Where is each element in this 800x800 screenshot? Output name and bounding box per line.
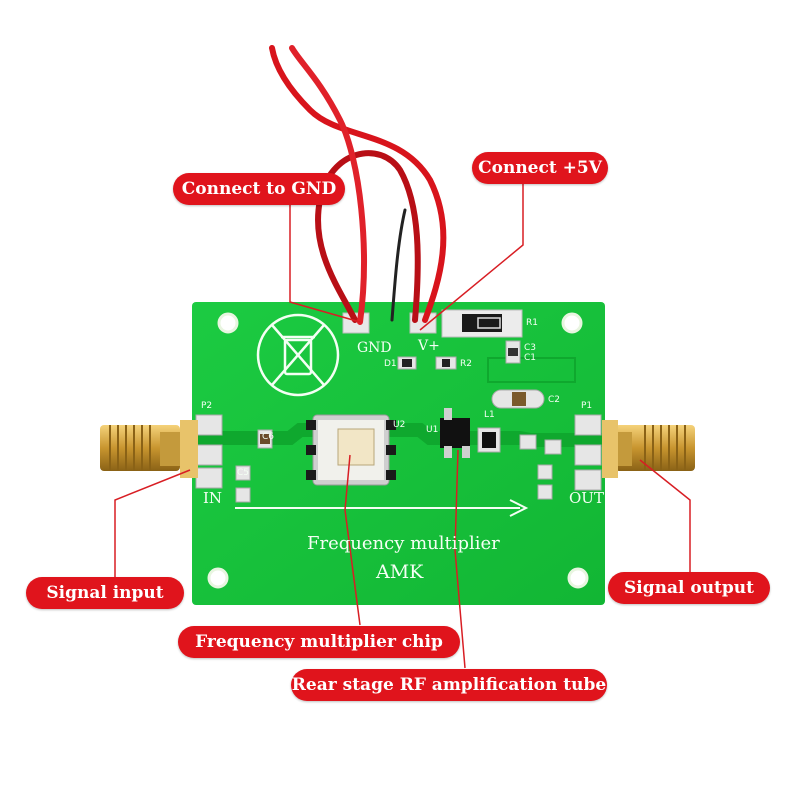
out-label: OUT — [569, 489, 604, 507]
designator-c3: C3 — [524, 343, 537, 353]
board-title: Frequency multiplier — [307, 533, 500, 554]
r1-resistor — [441, 309, 523, 338]
designator-c6: C6 — [262, 432, 275, 442]
designator-c1: C1 — [524, 353, 537, 363]
designator-u1: U1 — [426, 425, 439, 435]
callout-connect-gnd: Connect to GND — [173, 173, 345, 205]
callout-signal-output: Signal output — [608, 572, 770, 604]
designator-r1: R1 — [526, 318, 538, 328]
smd-components — [195, 340, 602, 503]
board-brand: AMK — [376, 561, 424, 583]
pcb-board — [192, 302, 605, 605]
mounting-holes — [207, 312, 589, 589]
sma-input-connector — [100, 420, 198, 478]
callout-rf-amplification-tube: Rear stage RF amplification tube — [291, 669, 607, 701]
callout-signal-input: Signal input — [26, 577, 184, 609]
weee-bin-symbol — [256, 313, 340, 397]
designator-c5: C5 — [237, 468, 250, 478]
designator-d1: D1 — [384, 359, 397, 369]
vplus-label: V+ — [418, 338, 440, 354]
in-label: IN — [203, 489, 223, 507]
rf-amplifier-transistor — [440, 408, 470, 458]
gnd-label: GND — [357, 340, 392, 356]
signal-direction-arrow — [235, 499, 529, 517]
designator-p2: P2 — [201, 401, 213, 411]
multiplier-chip — [306, 414, 396, 486]
callout-connect-5v: Connect +5V — [472, 152, 608, 184]
designator-r2: R2 — [460, 359, 472, 369]
power-wires — [269, 45, 447, 325]
callout-multiplier-chip: Frequency multiplier chip — [178, 626, 460, 658]
designator-u2: U2 — [393, 420, 406, 430]
designator-c2: C2 — [548, 395, 561, 405]
sma-output-connector — [602, 420, 695, 478]
callout-leaders — [114, 183, 691, 669]
designator-l1: L1 — [484, 410, 495, 420]
designator-p1: P1 — [581, 401, 593, 411]
